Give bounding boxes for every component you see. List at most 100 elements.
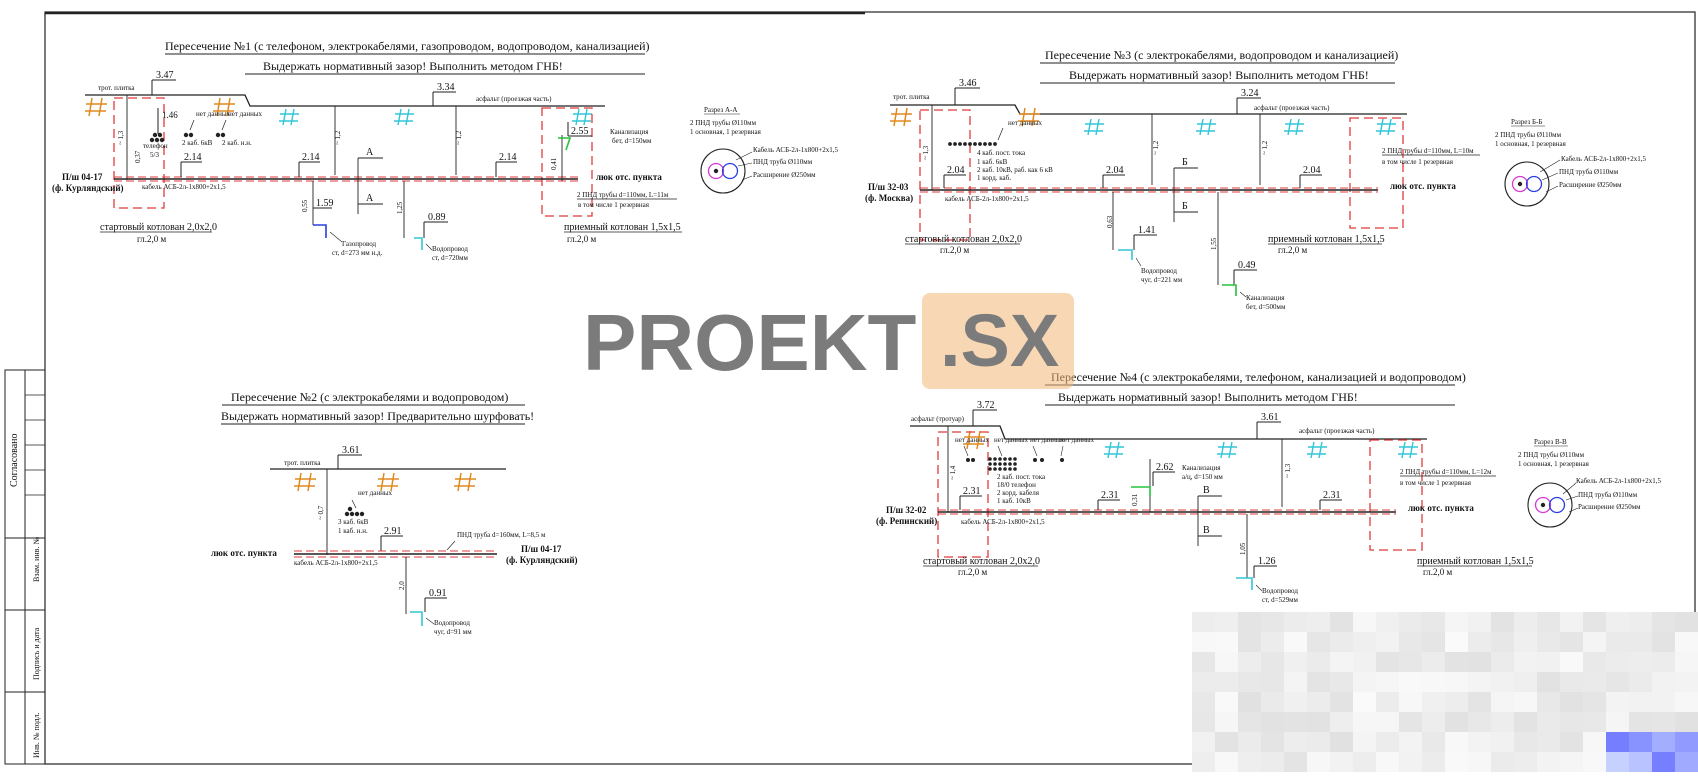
- blur-cell: [1652, 692, 1676, 713]
- c1-cables-6kv: 2 каб. 6кВ: [182, 139, 213, 147]
- blur-cell: [1261, 672, 1285, 693]
- blur-cell: [1537, 652, 1561, 673]
- blur-cell: [1284, 632, 1308, 653]
- c1-pipe-note: 2 ПНД трубы d=110мм, L=11м: [577, 191, 669, 199]
- blur-cell: [1629, 732, 1653, 753]
- blur-cell: [1330, 612, 1354, 633]
- c4-sewer-dim: 0,31: [1131, 493, 1139, 506]
- blur-cell: [1376, 612, 1400, 633]
- blur-cell: [1537, 712, 1561, 733]
- sec-vv-pipe: ПНД труба Ø110мм: [1578, 491, 1638, 499]
- blur-cell: [1399, 732, 1423, 753]
- c1-phone-label: телефон: [143, 142, 168, 150]
- blur-cell: [1606, 612, 1630, 633]
- watermark-box: [922, 293, 1074, 389]
- c3-recv-pit-label: приемный котлован 1,5х1,5: [1268, 234, 1385, 245]
- c1-instruction: Выдержать нормативный зазор! Выполнить м…: [263, 59, 563, 73]
- blur-cell: [1215, 712, 1239, 733]
- blur-cell: [1629, 752, 1653, 772]
- c1-sewer-pipe: [558, 137, 572, 151]
- c1-gas-name: Газопровод: [342, 240, 377, 248]
- blur-cell: [1422, 632, 1446, 653]
- c3-recv-pit-depth: гл.2,0 м: [1278, 245, 1307, 255]
- c2-cable-label: кабель АСБ-2л-1х800+2х1,5: [294, 559, 378, 567]
- c4-elev-231a: 2.31: [963, 486, 981, 497]
- blur-cell: [1353, 652, 1377, 673]
- c3-node: П/ш 32-03: [868, 182, 909, 192]
- c3-start-pit-label: стартовый котлован 2,0х2,0: [905, 234, 1022, 245]
- c1-section-a-bottom: А: [366, 193, 374, 204]
- c4-recv-pit-label: приемный котлован 1,5х1,5: [1417, 556, 1534, 567]
- blur-cell: [1330, 632, 1354, 653]
- blur-cell: [1284, 652, 1308, 673]
- c3-dim-13: ~ 1,3: [922, 145, 930, 160]
- c4-ground-line: [910, 425, 1427, 440]
- blur-cell: [1675, 692, 1698, 713]
- blur-cell: [1560, 672, 1584, 693]
- sec-vv-expansion: Расширение Ø250мм: [1578, 503, 1641, 511]
- blur-cell: [1192, 672, 1216, 693]
- stamp-replace-inv: Взам. инв. №: [32, 537, 41, 582]
- c4-sewer-spec: а/ц, d=150 мм: [1182, 473, 1223, 481]
- blur-cell: [1284, 672, 1308, 693]
- blur-cell: [1261, 632, 1285, 653]
- c4-surface-right: асфальт (проезжая часть): [1299, 427, 1375, 435]
- c4-hatch-label: люк отс. пункта: [1408, 503, 1474, 513]
- blur-cell: [1629, 612, 1653, 633]
- c1-start-pit-depth: гл.2,0 м: [137, 234, 166, 244]
- c1-recv-pit-depth: гл.2,0 м: [567, 234, 596, 244]
- c4-phone: 18/0 телефон: [997, 481, 1036, 489]
- blur-cell: [1560, 752, 1584, 772]
- blur-cell: [1491, 752, 1515, 772]
- blur-cell: [1399, 752, 1423, 772]
- blur-cell: [1307, 752, 1331, 772]
- c1-sewer-name: Канализация: [610, 128, 649, 136]
- sec-bb-pipe: ПНД труба Ø110мм: [1559, 168, 1619, 176]
- blur-cell: [1399, 692, 1423, 713]
- sec-bb-expansion: Расширение Ø250мм: [1559, 181, 1622, 189]
- blur-cell: [1560, 612, 1584, 633]
- blur-cell: [1330, 672, 1354, 693]
- c1-cable-label: кабель АСБ-2л-1х800+2х1,5: [142, 183, 226, 191]
- c1-dim-12b: ~ 1,2: [455, 130, 463, 145]
- c3-hatch-asphalt-3: [1283, 118, 1305, 136]
- blur-cell: [1261, 752, 1285, 772]
- blur-cell: [1514, 672, 1538, 693]
- blur-cell: [1514, 632, 1538, 653]
- blur-cell: [1606, 712, 1630, 733]
- blur-cell: [1215, 632, 1239, 653]
- blur-cell: [1583, 692, 1607, 713]
- section-vv: Разрез В-В 2 ПНД трубы Ø110мм 1 основная…: [1518, 438, 1661, 528]
- blur-cell: [1376, 752, 1400, 772]
- c3-elev-left: 3.46: [959, 78, 977, 89]
- c3-title: Пересечение №3 (с электрокабелями, водоп…: [1045, 48, 1398, 62]
- c2-node: П/ш 04-17: [521, 544, 562, 554]
- c4-no-data-3: нет данных: [1030, 436, 1065, 444]
- c1-water-spec: ст, d=720мм: [432, 254, 469, 262]
- crossing-3: Пересечение №3 (с электрокабелями, водоп…: [865, 48, 1480, 311]
- blur-cell: [1192, 712, 1216, 733]
- c3-pipe-note: 2 ПНД трубы d=110мм, L=10м: [1382, 147, 1474, 155]
- blur-cell: [1284, 612, 1308, 633]
- c3-cable-label: кабель АСБ-2л-1х800+2х1,5: [945, 195, 1029, 203]
- c4-water-name: Водопровод: [1262, 587, 1298, 595]
- c3-ground-line: [890, 104, 1407, 115]
- crossing-1: Пересечение №1 (с телефоном, электрокабе…: [52, 39, 682, 262]
- blur-cell: [1307, 712, 1331, 733]
- c3-sewer-spec: бет, d=500мм: [1246, 303, 1286, 311]
- blur-cell: [1675, 672, 1698, 693]
- blur-cell: [1537, 612, 1561, 633]
- blur-cell: [1307, 612, 1331, 633]
- blur-cell: [1238, 612, 1262, 633]
- blur-cell: [1238, 672, 1262, 693]
- c1-recv-pit-label: приемный котлован 1,5х1,5: [564, 222, 681, 233]
- sec-bb-line2: 1 основная, 1 резервная: [1495, 140, 1567, 148]
- blur-cell: [1353, 632, 1377, 653]
- c4-elev-231c: 2.31: [1323, 490, 1341, 501]
- blur-cell: [1376, 632, 1400, 653]
- blur-cell: [1422, 712, 1446, 733]
- blur-cell: [1606, 652, 1630, 673]
- blur-cell: [1675, 732, 1698, 753]
- blur-cell: [1606, 672, 1630, 693]
